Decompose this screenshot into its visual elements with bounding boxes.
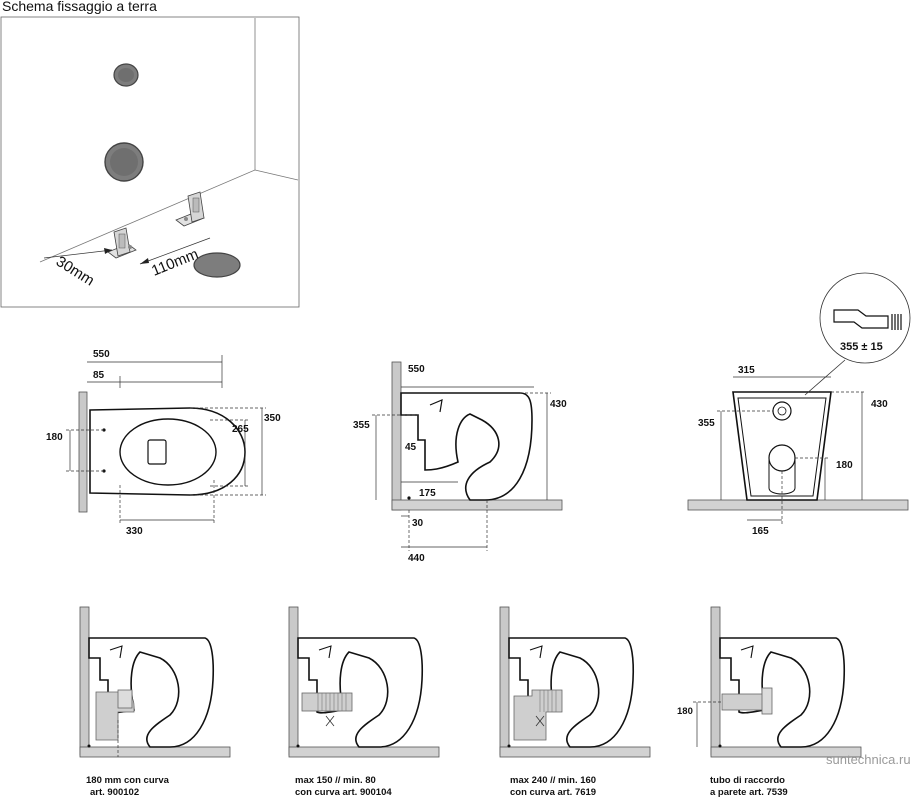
side-flush-inlet xyxy=(429,399,443,413)
fixing-bracket-left xyxy=(107,227,137,259)
panel-title: Schema fissaggio a terra xyxy=(2,0,157,14)
variant-3-pipe xyxy=(513,689,563,741)
side-dim-430: 430 xyxy=(550,399,567,410)
dim-line-30 xyxy=(43,249,113,259)
variant-4-caption-1: tubo di raccordo xyxy=(710,775,785,786)
side-fixing-point xyxy=(407,496,411,500)
floor-fixing-panel: Schema fissaggio a terra 30mm xyxy=(0,0,300,308)
front-bowl-inner xyxy=(737,397,827,497)
side-floor xyxy=(391,499,563,511)
plan-view: 550 85 180 350 265 330 xyxy=(46,349,281,537)
plan-bowl-rim xyxy=(119,418,217,486)
plan-dim-85: 85 xyxy=(93,370,105,381)
plan-bowl-outline xyxy=(89,407,246,496)
variant-3-caption-2: con curva art. 7619 xyxy=(510,787,596,798)
variant-2-flex-pipe xyxy=(301,692,353,712)
variant-2-caption-2: con curva art. 900104 xyxy=(295,787,392,798)
front-dim-315: 315 xyxy=(738,365,755,376)
plan-dim-265: 265 xyxy=(232,424,249,435)
variant-2: max 150 // min. 80 con curva art. 900104 xyxy=(288,606,440,798)
wall-opening-small-inner xyxy=(118,68,134,82)
variant-4-bowl xyxy=(719,637,846,748)
dim-30mm-label: 30mm xyxy=(53,253,97,290)
plan-wall xyxy=(78,391,88,513)
wall-opening-large-inner xyxy=(110,148,138,176)
wall-floor-line-left xyxy=(39,169,256,263)
front-dim-180: 180 xyxy=(836,460,853,471)
panel-frame xyxy=(0,16,300,308)
callout-connector-ribs xyxy=(891,314,902,330)
side-dim-440: 440 xyxy=(408,553,425,564)
side-dim-175: 175 xyxy=(419,488,436,499)
wall-floor-line-right xyxy=(254,169,299,181)
side-dim-45: 45 xyxy=(405,442,417,453)
side-view: 550 430 355 45 175 30 440 xyxy=(353,361,567,564)
front-dim-165: 165 xyxy=(752,526,769,537)
plan-dim-180: 180 xyxy=(46,432,63,443)
variant-4: 180 tubo di raccordo a parete art. 7539 xyxy=(677,606,862,798)
callout-dimension: 355 ± 15 xyxy=(840,341,883,353)
variant-3: max 240 // min. 160 con curva art. 7619 xyxy=(499,606,651,798)
front-floor xyxy=(687,499,909,511)
variant-1: 180 mm con curva art. 900102 xyxy=(79,606,231,798)
variant-3-caption-1: max 240 // min. 160 xyxy=(510,775,596,786)
callout-connector xyxy=(833,309,889,329)
variant-1-caption-2: art. 900102 xyxy=(90,787,139,798)
side-dim-550: 550 xyxy=(408,364,425,375)
variant-2-bowl xyxy=(297,637,424,748)
variant-1-caption-1: 180 mm con curva xyxy=(86,775,170,786)
variant-4-caption-2: a parete art. 7539 xyxy=(710,787,788,798)
plan-dim-350: 350 xyxy=(264,413,281,424)
front-dim-355: 355 xyxy=(698,418,715,429)
side-wall xyxy=(391,361,402,511)
dim-line-110 xyxy=(139,237,211,265)
watermark: suntechnica.ru xyxy=(826,752,911,767)
side-dim-30: 30 xyxy=(412,518,424,529)
front-view: 315 430 355 180 165 355 ± 15 xyxy=(687,272,911,537)
variant-4-dim-180: 180 xyxy=(677,706,693,717)
plan-dim-330: 330 xyxy=(126,526,143,537)
side-bowl-outline xyxy=(400,392,533,501)
front-dim-430: 430 xyxy=(871,399,888,410)
fixing-bracket-right xyxy=(175,191,205,227)
variant-2-caption-1: max 150 // min. 80 xyxy=(295,775,376,786)
front-waste-outlet xyxy=(768,444,796,472)
plan-dim-550: 550 xyxy=(93,349,110,360)
plan-bowl-drain xyxy=(147,439,167,465)
floor-drain-opening xyxy=(193,252,241,278)
side-dim-355: 355 xyxy=(353,420,370,431)
callout-leader xyxy=(804,359,846,396)
